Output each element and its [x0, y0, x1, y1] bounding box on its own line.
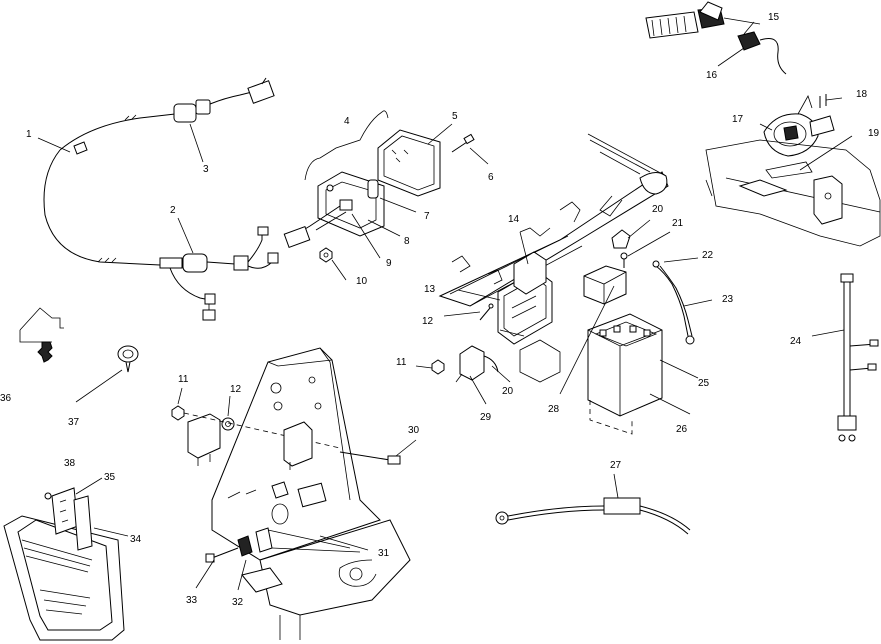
- callout-38: 38: [64, 458, 76, 469]
- callout-6: 6: [488, 172, 494, 183]
- part-23-battery-cable: [652, 260, 695, 345]
- part-38-rivet: [44, 492, 52, 500]
- callout-28: 28: [548, 404, 560, 415]
- callout-5: 5: [452, 111, 458, 122]
- callout-14: 14: [508, 214, 520, 225]
- callout-11-right: 11: [396, 357, 407, 368]
- callout-31: 31: [378, 548, 390, 559]
- part-36-push-clip: [19, 307, 64, 363]
- callout-20-top: 20: [652, 204, 664, 215]
- part-31-relay-right: [283, 421, 313, 470]
- part-18-horn-bracket: [819, 94, 827, 108]
- frame-lower-structure: [241, 519, 411, 640]
- callout-34: 34: [130, 534, 142, 545]
- part-21-screw: [620, 252, 628, 268]
- part-2-connector-cluster: [159, 226, 279, 321]
- part-34-rear-guard: [3, 515, 125, 641]
- part-32-33-fasteners: [205, 535, 253, 563]
- part-30-bolt: [339, 451, 401, 465]
- callout-26: 26: [676, 424, 688, 435]
- callout-20-bottom: 20: [502, 386, 514, 397]
- part-11-nut-left: [171, 405, 185, 421]
- part-6-screw: [451, 133, 475, 153]
- callout-36: 36: [0, 393, 12, 404]
- part-27-ground-cable: [495, 497, 691, 535]
- callout-3: 3: [203, 164, 209, 175]
- part-1-wiring-harness: [43, 113, 176, 266]
- callout-22: 22: [702, 250, 714, 261]
- callout-25: 25: [698, 378, 710, 389]
- part-31-clips: [255, 481, 361, 553]
- part-9-socket-wire: [283, 199, 353, 248]
- callout-17: 17: [732, 114, 744, 125]
- part-11-nut-right: [431, 359, 445, 375]
- callout-33: 33: [186, 595, 198, 606]
- callout-21: 21: [672, 218, 684, 229]
- callout-37: 37: [68, 417, 80, 428]
- relay-module-left: [183, 412, 341, 466]
- callout-13: 13: [424, 284, 436, 295]
- callout-12-left: 12: [230, 384, 242, 395]
- callout-23: 23: [722, 294, 734, 305]
- part-7-bulb-socket: [367, 179, 379, 199]
- part-3-connector: [173, 77, 275, 123]
- callout-18: 18: [856, 89, 868, 100]
- callout-16: 16: [706, 70, 718, 81]
- callout-35: 35: [104, 472, 116, 483]
- callout-11-left: 11: [178, 374, 189, 385]
- callout-27: 27: [610, 460, 622, 471]
- callout-12-right: 12: [422, 316, 434, 327]
- part-15-handlebar-grip-switch: [645, 1, 761, 39]
- part-12-washer-left: [221, 417, 235, 431]
- part-24-harness-extension: [837, 273, 879, 442]
- callout-7: 7: [424, 211, 430, 222]
- part-12-fastener-right: [479, 303, 494, 321]
- part-26-battery: [587, 313, 663, 435]
- frame-support-strut: [499, 329, 561, 383]
- part-20-terminal-boot: [611, 229, 631, 249]
- callout-8: 8: [404, 236, 410, 247]
- callout-19: 19: [868, 128, 880, 139]
- callout-10: 10: [356, 276, 368, 287]
- callout-2: 2: [170, 205, 176, 216]
- callout-32: 32: [232, 597, 244, 608]
- part-37-grommet: [117, 345, 139, 373]
- callout-1: 1: [26, 129, 32, 140]
- callout-labels: 1 2 3 4 5 6 7 8 9 10 11 11 12 12 13 14 1…: [0, 12, 880, 608]
- callout-15: 15: [768, 12, 780, 23]
- part-29-solenoid: [455, 345, 499, 383]
- callout-30: 30: [408, 425, 420, 436]
- part-10-nut: [319, 247, 333, 263]
- part-14-battery-box-bracket: [513, 251, 547, 295]
- part-28-battery-cover: [583, 265, 627, 305]
- part-16-switch-connector: [737, 31, 787, 75]
- frame-rear-swing-arm: [438, 133, 669, 311]
- part-35-bracket: [51, 487, 93, 551]
- callout-24: 24: [790, 336, 802, 347]
- leader-lines: [37, 21, 853, 591]
- callout-9: 9: [386, 258, 392, 269]
- part-5-taillight-lens: [377, 129, 441, 197]
- part-17-horn: [763, 95, 835, 157]
- callout-29: 29: [480, 412, 492, 423]
- part-4-taillight-group-bracket: [304, 110, 389, 181]
- callout-4: 4: [344, 116, 350, 127]
- frame-front-panel: [705, 139, 881, 247]
